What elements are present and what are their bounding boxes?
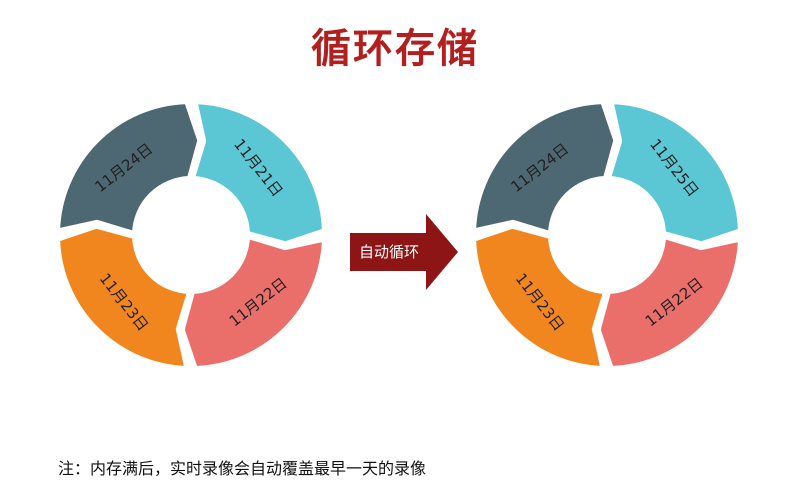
before-segment-lower-right — [180, 234, 326, 370]
after-segment-upper-left — [472, 100, 618, 236]
after-segment-upper-right — [606, 100, 742, 246]
before-segment-lower-left — [56, 224, 192, 370]
auto-cycle-label: 自动循环 — [359, 243, 419, 261]
page-title: 循环存储 — [311, 26, 479, 72]
right-arrow-icon — [350, 214, 458, 290]
footnote: 注：内存满后，实时录像会自动覆盖最早一天的录像 — [58, 459, 427, 478]
before-segment-upper-left — [56, 100, 202, 236]
after-segment-lower-right — [596, 234, 742, 370]
before-segment-upper-right — [190, 100, 326, 246]
auto-cycle-arrow: 自动循环 — [350, 214, 458, 290]
after-segment-lower-left — [472, 224, 608, 370]
